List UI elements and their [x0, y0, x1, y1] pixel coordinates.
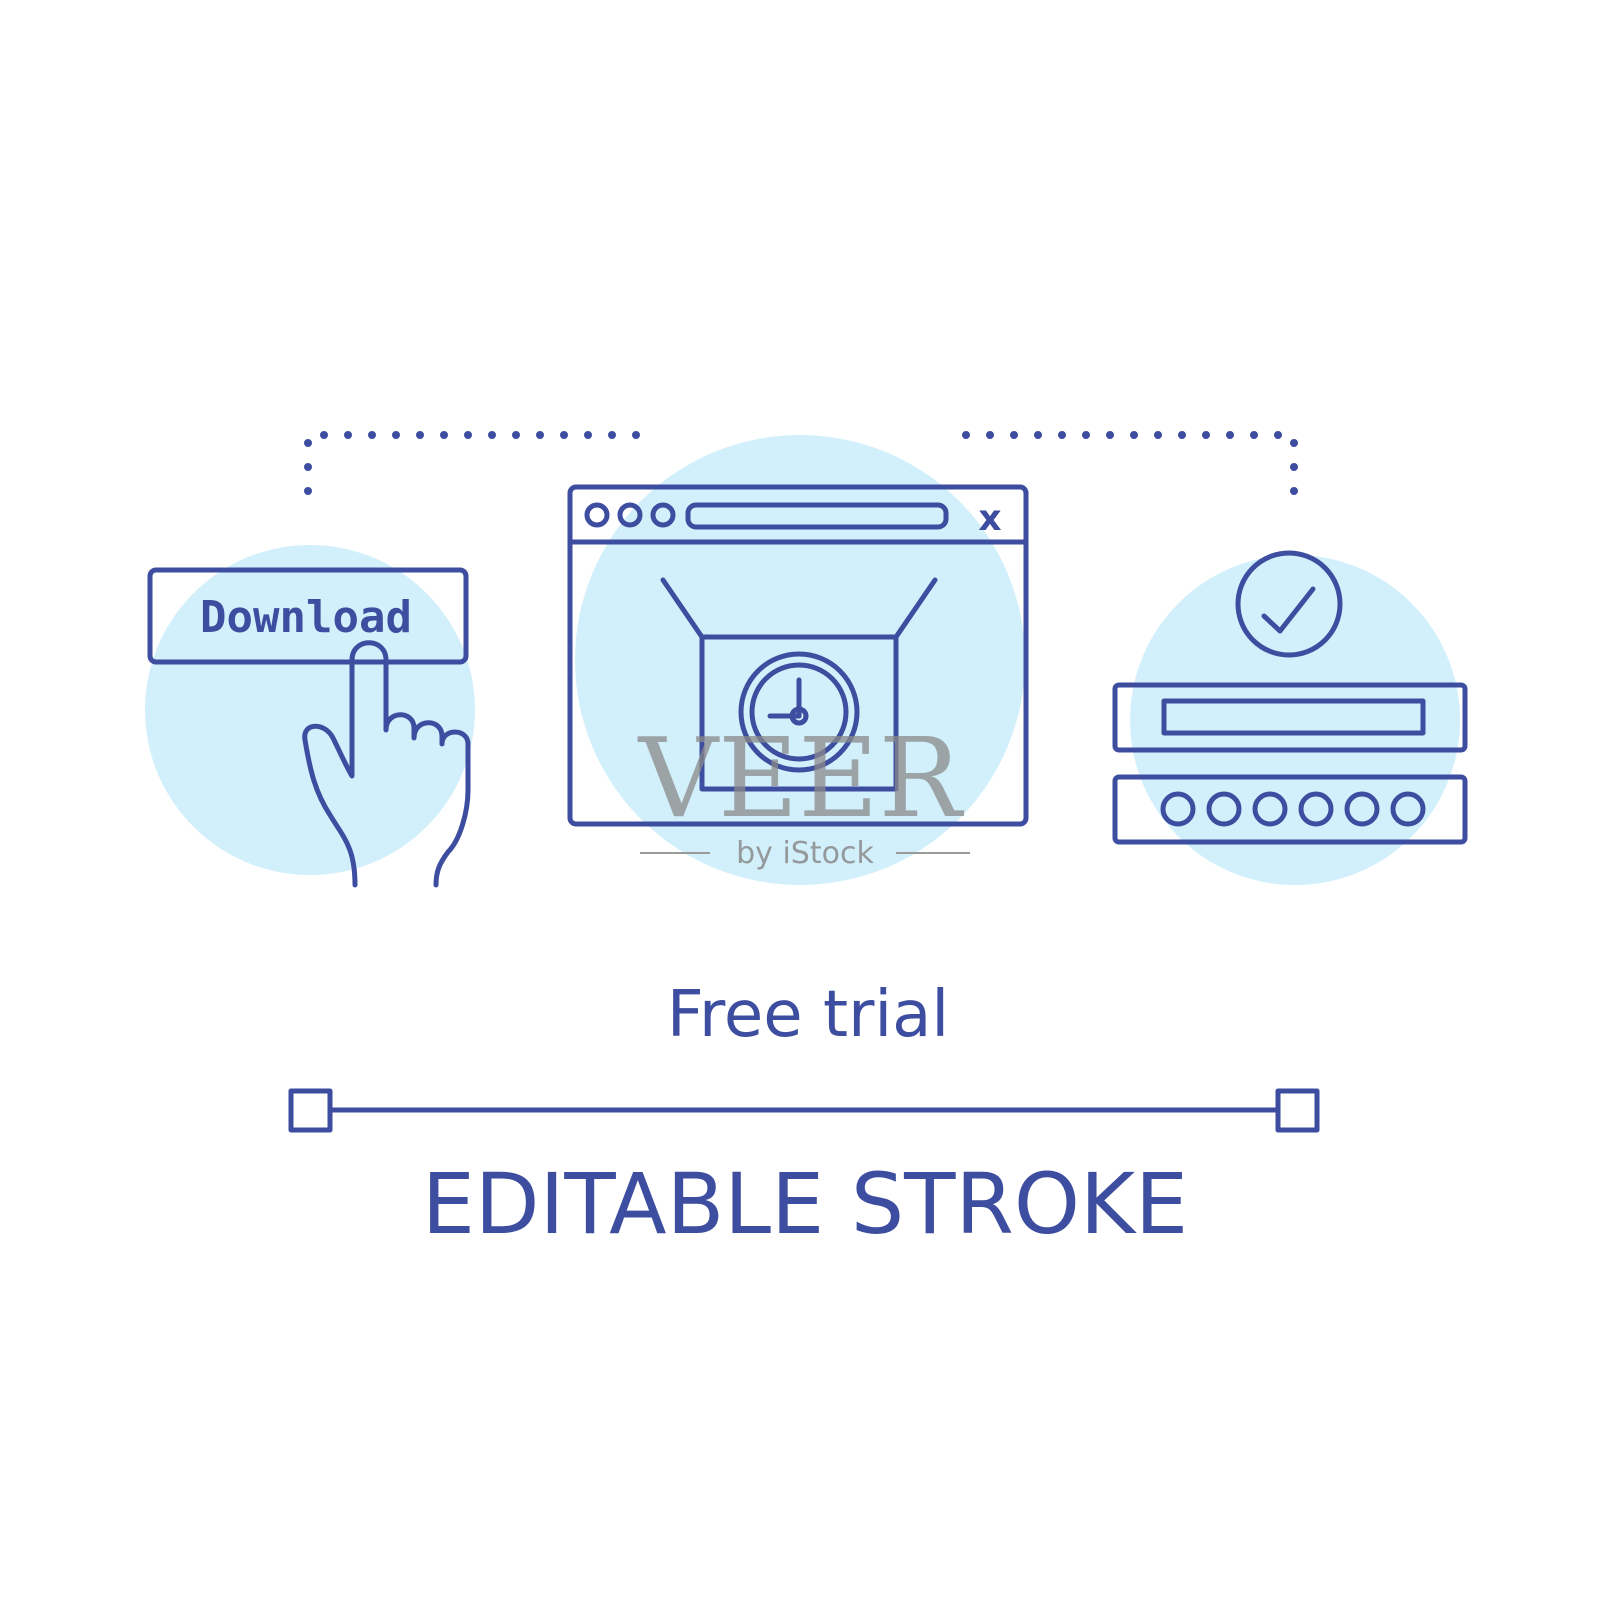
password-field	[1112, 774, 1468, 845]
left-bg-circle	[145, 545, 475, 875]
download-button-label: Download	[200, 592, 412, 643]
editable-stroke-line	[288, 1088, 1320, 1133]
caption-title: Free trial	[667, 978, 949, 1052]
password-dot	[1160, 791, 1196, 827]
password-dots	[1160, 791, 1426, 827]
caption-subtitle: EDITABLE STROKE	[422, 1155, 1188, 1253]
window-control-dot	[650, 502, 676, 528]
username-field-bar	[1161, 698, 1426, 736]
left-dotted-connector	[304, 431, 640, 516]
clock-icon	[738, 651, 860, 773]
open-box-icon	[660, 577, 938, 792]
check-circle-icon	[1235, 550, 1343, 658]
login-form-icon	[1112, 682, 1468, 845]
right-dotted-connector	[962, 431, 1298, 516]
password-dot	[1252, 791, 1288, 827]
watermark-logo: VEER	[637, 714, 965, 842]
download-button: Download	[147, 567, 469, 665]
password-dot	[1390, 791, 1426, 827]
right-bg-circle	[1130, 555, 1460, 885]
address-bar	[685, 502, 949, 530]
center-bg-circle	[575, 435, 1025, 885]
watermark: VEER by iStock	[637, 714, 970, 871]
browser-window-icon: x	[567, 484, 1029, 827]
close-icon: x	[978, 498, 1001, 539]
window-control-dot	[617, 502, 643, 528]
password-dot	[1206, 791, 1242, 827]
window-control-dot	[584, 502, 610, 528]
pointing-hand-icon	[302, 640, 471, 888]
password-dot	[1298, 791, 1334, 827]
password-dot	[1344, 791, 1380, 827]
username-field	[1112, 682, 1468, 753]
watermark-byline: by iStock	[736, 836, 874, 871]
